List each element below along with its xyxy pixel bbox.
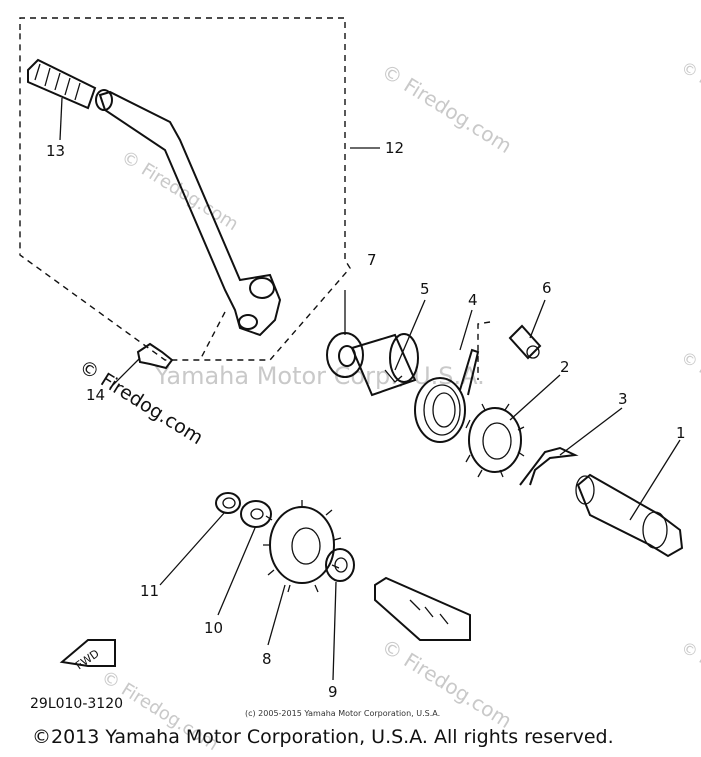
washer-10 [240,500,272,528]
washer-9 [325,548,355,582]
callout-4: 4 [468,291,478,309]
callout-12: 12 [385,139,404,157]
kick-crank [98,90,282,337]
small-copyright: (c) 2005-2015 Yamaha Motor Corporation, … [245,709,440,718]
watermark-firedog: © Firedog.com [678,637,701,716]
bolt [136,342,174,370]
circlip [215,492,241,514]
kick-idle-gear [263,500,342,593]
kick-axle [575,473,684,558]
callout-10: 10 [204,619,223,637]
copyright-notice: ©2013 Yamaha Motor Corporation, U.S.A. A… [32,726,614,748]
ratchet-clip [519,446,579,486]
callout-14: 14 [86,386,105,404]
callout-7: 7 [367,251,377,269]
callout-labels: 1 2 3 4 5 6 7 8 9 10 11 12 13 14 [46,139,686,701]
callout-9: 9 [328,683,338,701]
watermark-firedog: © Firedog.com [678,347,701,426]
callout-6: 6 [542,279,552,297]
torsion-spring [414,348,480,443]
kick-lever-assembly-boundary [19,17,351,361]
callout-13: 13 [46,142,65,160]
callout-2: 2 [560,358,570,376]
stopper-pin [508,324,542,360]
spring-guide [350,333,419,397]
fwd-label: FWD [73,647,101,672]
watermark-firedog: © Firedog.com [377,634,516,733]
ratchet-wheel [465,403,525,478]
callout-1: 1 [676,424,686,442]
leader-lines [59,97,681,681]
kick-pedal-rubber [27,58,113,111]
diagram-code: 29L010-3120 [30,696,123,712]
watermark-firedog: © Firedog.com [678,57,701,136]
callout-5: 5 [420,280,430,298]
callout-11: 11 [140,582,159,600]
callout-8: 8 [262,650,272,668]
main-shaft [374,576,471,641]
watermark-firedog: © Firedog.com [117,146,242,235]
callout-3: 3 [618,390,628,408]
watermark-yamaha: Yamaha Motor Corp., U.S.A. [154,362,485,390]
bolt-boundary-link [199,311,491,380]
